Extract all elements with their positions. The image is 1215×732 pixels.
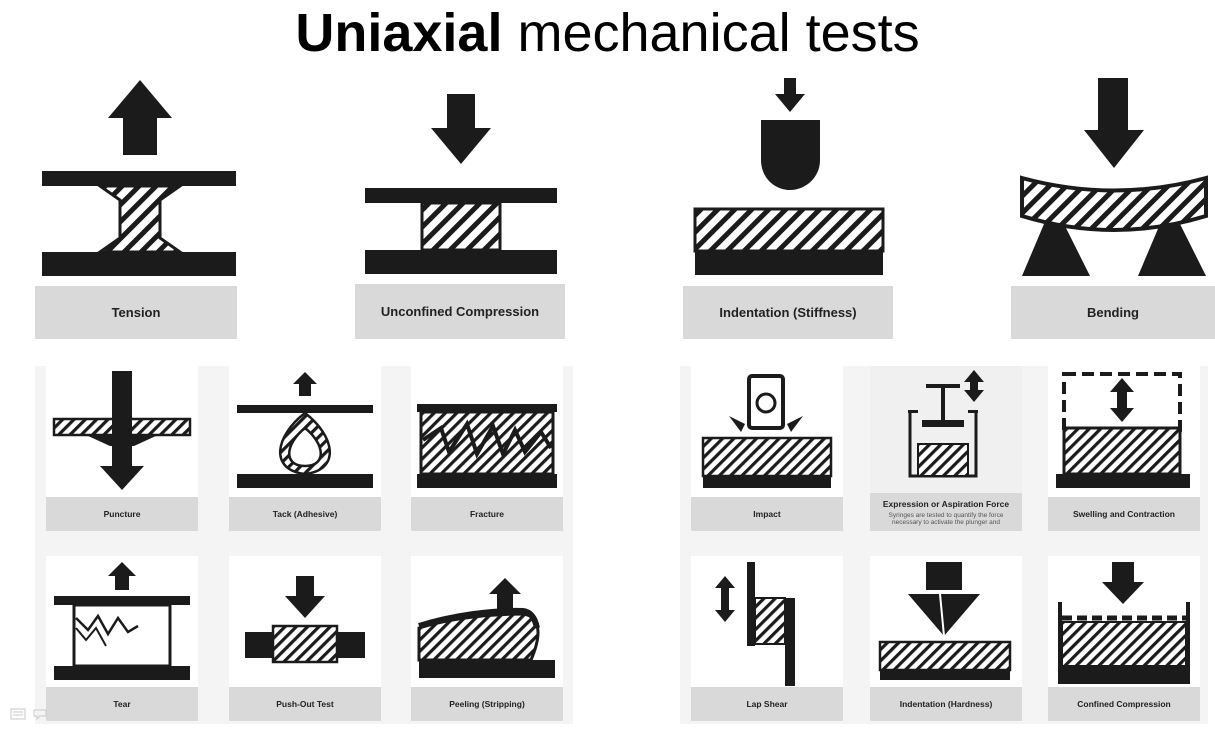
lap-shear-tile: Lap Shear [691, 556, 843, 721]
push-out-diagram [245, 576, 365, 664]
puncture-tile: Puncture [46, 366, 198, 531]
up-arrow-icon [108, 562, 136, 590]
impact-tile: Impact [691, 366, 843, 531]
swelling-contraction-label: Swelling and Contraction [1048, 497, 1200, 531]
lap-shear-label: Lap Shear [691, 687, 843, 721]
tear-tile: Tear [46, 556, 198, 721]
tack-adhesive-diagram [237, 372, 373, 488]
lap-shear-diagram [715, 562, 795, 686]
arrow-in-left-icon [729, 416, 745, 432]
expression-aspiration-label: Expression or Aspiration Force Syringes … [870, 493, 1022, 531]
tension-diagram [42, 80, 236, 276]
tear-diagram [54, 562, 190, 680]
tear-label: Tear [46, 687, 198, 721]
peeling-tile: Peeling (Stripping) [411, 556, 563, 721]
confined-compression-tile: Confined Compression [1048, 556, 1200, 721]
page-title: Uniaxial mechanical tests [295, 3, 920, 63]
expression-aspiration-tile: Expression or Aspiration Force Syringes … [870, 366, 1022, 531]
indentation-stiffness-diagram [693, 78, 885, 275]
push-out-label: Push-Out Test [229, 687, 381, 721]
up-arrow-icon [108, 80, 172, 155]
swelling-contraction-tile: Swelling and Contraction [1048, 366, 1200, 531]
bending-diagram [1020, 78, 1208, 276]
down-arrow-icon [285, 576, 325, 618]
up-down-arrow-icon [715, 576, 735, 622]
down-arrow-icon [775, 78, 805, 112]
support-left-icon [1022, 224, 1090, 276]
up-down-arrow-icon [964, 370, 984, 402]
unconfined-compression-diagram [365, 94, 557, 274]
down-arrow-icon [1102, 562, 1144, 604]
tack-adhesive-label: Tack (Adhesive) [229, 497, 381, 531]
support-right-icon [1138, 224, 1206, 276]
up-arrow-icon [293, 372, 317, 396]
peeling-diagram [417, 578, 555, 678]
down-arrow-icon [100, 466, 144, 490]
slide-controls[interactable] [10, 706, 50, 722]
fracture-diagram [417, 404, 557, 488]
confined-compression-diagram [1058, 562, 1190, 684]
tension-label: Tension [35, 286, 237, 339]
indentation-hardness-diagram [878, 562, 1012, 680]
expression-aspiration-diagram [908, 370, 984, 478]
indentation-stiffness-label: Indentation (Stiffness) [683, 286, 893, 339]
swelling-contraction-diagram [1056, 372, 1190, 488]
fracture-label: Fracture [411, 497, 563, 531]
bending-label: Bending [1011, 286, 1215, 339]
down-arrow-icon [1084, 78, 1144, 168]
impact-label: Impact [691, 497, 843, 531]
down-arrow-icon [431, 94, 491, 164]
up-down-arrow-icon [1110, 378, 1134, 422]
up-arrow-icon [489, 578, 521, 610]
comment-icon [33, 709, 47, 721]
impact-diagram [701, 374, 833, 488]
peeling-label: Peeling (Stripping) [411, 687, 563, 721]
unconfined-compression-label: Unconfined Compression [355, 284, 565, 339]
puncture-diagram [52, 371, 192, 490]
arrow-in-right-icon [787, 416, 803, 432]
push-out-tile: Push-Out Test [229, 556, 381, 721]
notes-icon [10, 708, 26, 720]
indenter-icon [908, 594, 980, 636]
indentation-hardness-label: Indentation (Hardness) [870, 687, 1022, 721]
indenter-icon [761, 120, 820, 190]
fracture-tile: Fracture [411, 366, 563, 531]
indentation-hardness-tile: Indentation (Hardness) [870, 556, 1022, 721]
confined-compression-label: Confined Compression [1048, 687, 1200, 721]
tack-adhesive-tile: Tack (Adhesive) [229, 366, 381, 531]
expression-aspiration-subtext: Syringes are tested to quantify the forc… [888, 511, 1004, 526]
puncture-label: Puncture [46, 497, 198, 531]
